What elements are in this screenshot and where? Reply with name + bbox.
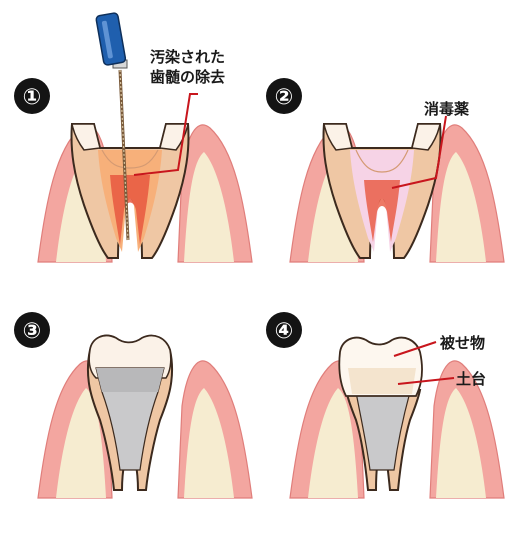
badge-1: ① bbox=[14, 78, 50, 114]
panel-number-3: ③ bbox=[23, 319, 42, 344]
panel-number-4: ④ bbox=[275, 319, 294, 344]
panel-1: ① 汚染された 歯髄の除去 bbox=[14, 12, 253, 263]
label-core: 土台 bbox=[456, 370, 486, 388]
badge-3: ③ bbox=[14, 312, 50, 348]
panel-2: ② 消毒薬 bbox=[266, 78, 505, 263]
endodontic-file-icon bbox=[95, 12, 130, 241]
tooth-1 bbox=[70, 123, 190, 259]
tooth-3 bbox=[86, 334, 174, 491]
label-contaminated: 汚染された bbox=[150, 48, 225, 66]
leader-line-2 bbox=[391, 115, 447, 189]
label-crown: 被せ物 bbox=[440, 334, 485, 352]
panel-3: ③ bbox=[14, 312, 253, 499]
leader-line-1 bbox=[133, 93, 198, 176]
label-pulp-removal: 歯髄の除去 bbox=[150, 68, 225, 86]
panel-number-1: ① bbox=[23, 85, 42, 110]
label-disinfectant: 消毒薬 bbox=[424, 100, 469, 118]
panel-number-2: ② bbox=[275, 85, 294, 110]
badge-2: ② bbox=[266, 78, 302, 114]
tooth-4 bbox=[338, 336, 423, 491]
leader-line-core bbox=[397, 377, 455, 385]
badge-4: ④ bbox=[266, 312, 302, 348]
panel-4: ④ 被せ物 土台 bbox=[266, 312, 505, 499]
tooth-2 bbox=[322, 123, 442, 259]
leader-line-crown bbox=[393, 341, 437, 357]
